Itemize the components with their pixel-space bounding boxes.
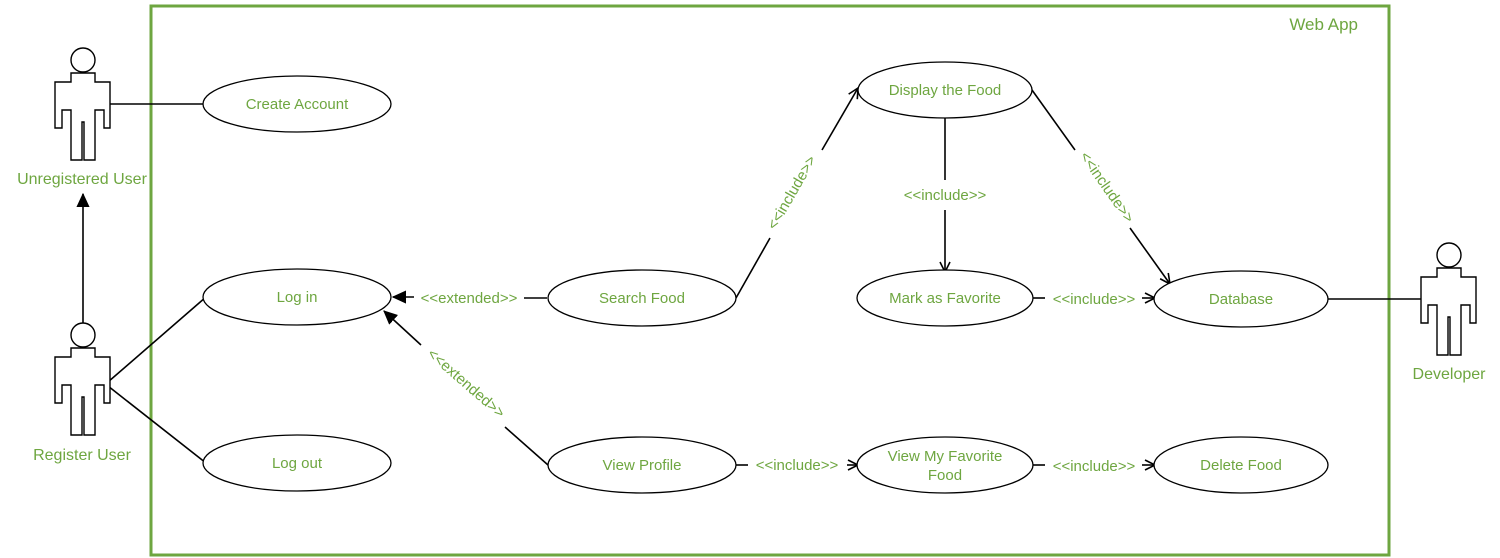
use-case-delete-food[interactable]: Delete Food xyxy=(1153,436,1329,494)
label-include-mark-db: <<include>> xyxy=(1053,291,1136,308)
rel-display-db-b xyxy=(1129,227,1170,284)
use-case-label: Log out xyxy=(272,455,323,472)
use-case-label: Delete Food xyxy=(1200,457,1282,474)
use-case-label: Log in xyxy=(277,289,318,306)
label-include-profile-fav: <<include>> xyxy=(756,457,839,474)
use-case-label: Display the Food xyxy=(889,82,1002,99)
actor-label: Register User xyxy=(33,447,131,464)
use-case-label-line2: Food xyxy=(928,467,962,484)
stick-figure-icon xyxy=(54,47,111,161)
stick-figure-icon xyxy=(1420,242,1477,356)
assoc-register-logout xyxy=(107,385,207,464)
actor-register-user[interactable]: Register User xyxy=(33,322,132,464)
rel-display-db-a xyxy=(1031,89,1076,151)
actor-label: Developer xyxy=(1413,366,1487,383)
rel-profile-login-b xyxy=(384,311,422,346)
use-case-mark-favorite[interactable]: Mark as Favorite xyxy=(856,269,1034,327)
label-include-display: <<include>> xyxy=(764,153,820,233)
use-case-database[interactable]: Database xyxy=(1153,270,1329,328)
label-extended-search: <<extended>> xyxy=(421,290,518,307)
use-case-search-food[interactable]: Search Food xyxy=(547,269,737,327)
use-case-label: View Profile xyxy=(603,457,682,474)
label-include-fav-delete: <<include>> xyxy=(1053,458,1136,475)
use-case-log-in[interactable]: Log in xyxy=(202,268,392,326)
use-case-display-food[interactable]: Display the Food xyxy=(857,61,1033,119)
use-case-label: Database xyxy=(1209,291,1273,308)
use-case-create-account[interactable]: Create Account xyxy=(202,75,392,133)
label-include-mark: <<include>> xyxy=(904,187,987,204)
use-case-label: Search Food xyxy=(599,290,685,307)
rel-search-display-b xyxy=(821,88,858,151)
label-extended-profile: <<extended>> xyxy=(424,345,508,421)
use-case-label: Mark as Favorite xyxy=(889,290,1001,307)
use-case-label-line1: View My Favorite xyxy=(888,448,1003,465)
actor-label: Unregistered User xyxy=(17,171,148,188)
actor-developer[interactable]: Developer xyxy=(1413,242,1487,383)
rel-profile-login-a xyxy=(504,426,549,466)
use-case-label: Create Account xyxy=(246,96,349,113)
use-case-view-profile[interactable]: View Profile xyxy=(547,436,737,494)
rel-search-display-a xyxy=(735,237,771,299)
use-case-log-out[interactable]: Log out xyxy=(202,434,392,492)
use-case-view-favorite[interactable]: View My Favorite Food xyxy=(856,436,1034,494)
system-title: Web App xyxy=(1289,15,1358,34)
assoc-register-login xyxy=(107,296,207,383)
actor-unregistered-user[interactable]: Unregistered User xyxy=(17,47,148,188)
stick-figure-icon xyxy=(54,322,111,436)
label-include-db: <<include>> xyxy=(1076,149,1137,227)
system-boundary xyxy=(149,4,1391,557)
